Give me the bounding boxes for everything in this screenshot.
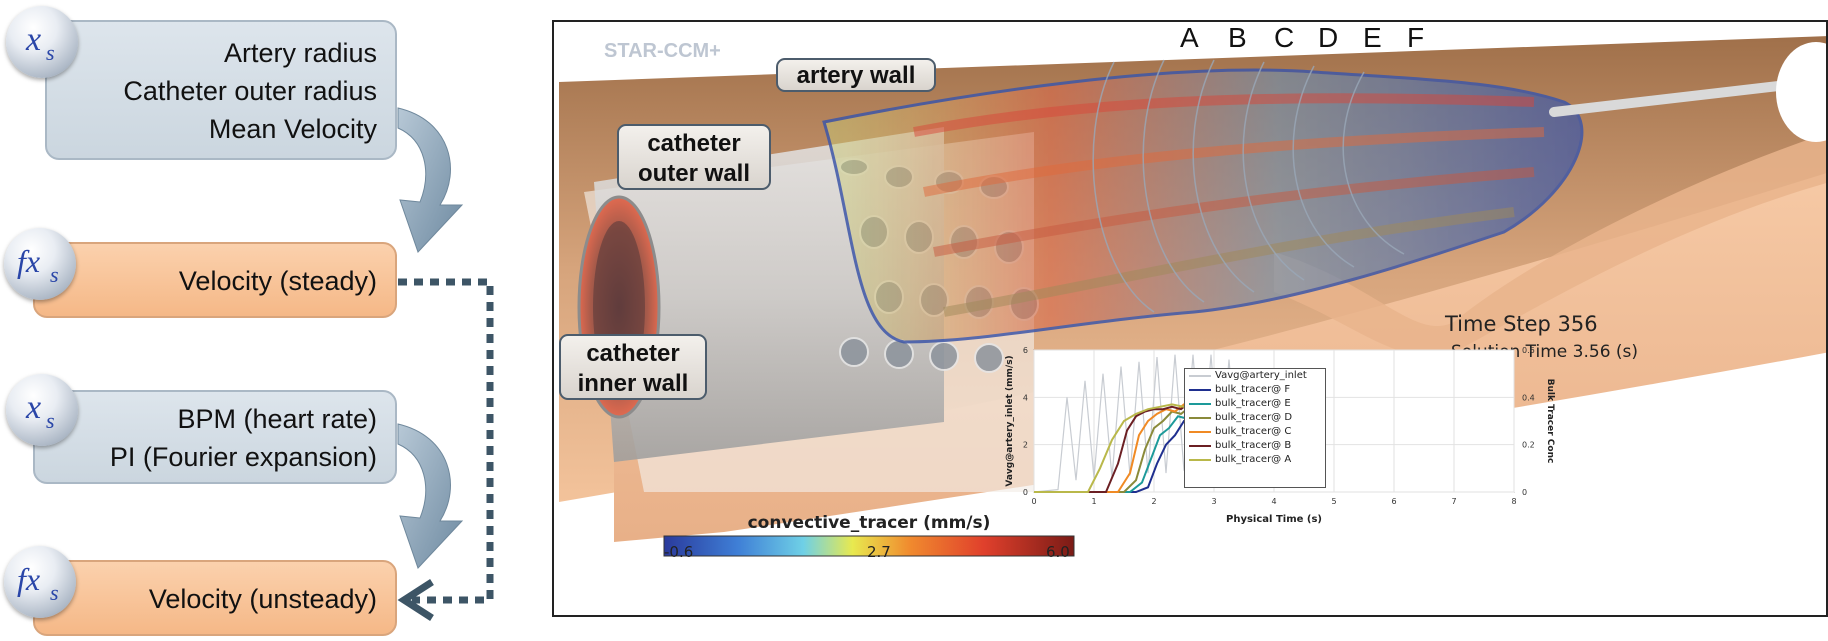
function-box-steady: Velocity (steady)	[33, 242, 397, 318]
legend-entry: bulk_tracer@ F	[1185, 383, 1325, 397]
legend-entry: bulk_tracer@ D	[1185, 411, 1325, 425]
svg-text:fx: fx	[17, 561, 40, 597]
section-letter-d: D	[1318, 22, 1339, 53]
param-bpm: BPM (heart rate)	[177, 404, 377, 434]
artery-end-cap	[1776, 42, 1826, 142]
chart-x-tick-label: 1	[1091, 497, 1096, 506]
chart-y-tick-label: 2	[1023, 441, 1028, 450]
tracer-streaks	[913, 93, 1545, 317]
colorbar-min: -0.6	[664, 543, 694, 561]
legend-entry: bulk_tracer@ B	[1185, 439, 1325, 453]
svg-text:s: s	[50, 580, 59, 605]
legend-label: bulk_tracer@ A	[1215, 454, 1292, 465]
chart-y2-tick-label: 0.2	[1522, 441, 1535, 450]
chart-y-axis-label: Vavg@artery_inlet (mm/s)	[1005, 355, 1015, 486]
dotted-link-arrowhead	[397, 579, 434, 621]
section-letter-e: E	[1363, 22, 1382, 53]
legend-label: bulk_tracer@ F	[1215, 384, 1291, 395]
colorbar-mid: 2.7	[867, 543, 891, 561]
chart-x-tick-label: 2	[1151, 497, 1156, 506]
function-box-unsteady: Velocity (unsteady)	[33, 560, 397, 636]
dotted-link-steady-to-unsteady	[398, 278, 494, 604]
artery-bulge	[1274, 133, 1826, 357]
svg-text:s: s	[50, 262, 59, 287]
label-artery-wall: artery wall	[776, 58, 936, 92]
flow-connectors	[397, 107, 494, 621]
param-box-group1: Artery radius Catheter outer radius Mean…	[45, 20, 397, 160]
label-catheter-outer-wall: catheter outer wall	[617, 124, 771, 190]
section-rings	[1092, 59, 1405, 313]
legend-label: bulk_tracer@ E	[1215, 398, 1291, 409]
chart-x-tick-label: 4	[1271, 497, 1276, 506]
param-artery-radius: Artery radius	[223, 38, 377, 68]
legend-entry: Vavg@artery_inlet	[1185, 369, 1325, 383]
chart-legend: Vavg@artery_inlet bulk_tracer@ F bulk_trac…	[1184, 368, 1326, 488]
svg-text:x: x	[25, 21, 41, 58]
section-letter-c: C	[1274, 22, 1295, 53]
svg-text:s: s	[46, 408, 55, 433]
param-pi: PI (Fourier expansion)	[109, 442, 377, 472]
chart-x-tick-label: 3	[1211, 497, 1216, 506]
chart-x-tick-label: 8	[1511, 497, 1516, 506]
simulation-panel: STAR-CCM+ convective_tracer (mm/s) arter…	[552, 20, 1828, 617]
legend-swatch	[1189, 389, 1211, 391]
chart-y-tick-label: 6	[1023, 346, 1028, 355]
chart-y-tick-label: 4	[1023, 393, 1028, 402]
section-letter-b: B	[1228, 22, 1247, 53]
curved-arrow-down-1	[397, 107, 464, 253]
svg-text:fx: fx	[17, 243, 40, 279]
legend-label: bulk_tracer@ D	[1215, 412, 1293, 423]
param-catheter-outer-radius: Catheter outer radius	[123, 76, 377, 106]
function-label-unsteady: Velocity (unsteady)	[148, 584, 377, 614]
chart-y2-tick-label: 0	[1522, 488, 1527, 497]
chart-x-tick-label: 5	[1331, 497, 1336, 506]
legend-label: bulk_tracer@ C	[1215, 426, 1292, 437]
svg-text:x: x	[25, 389, 41, 426]
legend-swatch	[1189, 459, 1211, 461]
chart-y2-tick-label: 0.6	[1522, 346, 1535, 355]
chart-x-axis-label: Physical Time (s)	[1226, 514, 1322, 525]
curved-arrow-down-2	[397, 423, 464, 569]
legend-swatch	[1189, 417, 1211, 419]
legend-entry: bulk_tracer@ C	[1185, 425, 1325, 439]
star-ccm-logo: STAR-CCM+	[604, 40, 721, 62]
chart-y-tick-label: 0	[1023, 488, 1028, 497]
colorbar	[663, 535, 1075, 557]
param-box-group2: BPM (heart rate) PI (Fourier expansion)	[33, 390, 397, 484]
chart-y2-axis-label: Bulk Tracer Conc	[1545, 379, 1555, 464]
section-letter-f: F	[1407, 22, 1425, 53]
legend-swatch	[1189, 375, 1211, 377]
function-label-steady: Velocity (steady)	[178, 266, 377, 296]
chart-x-tick-label: 6	[1391, 497, 1396, 506]
chart-y2-tick-label: 0.4	[1522, 393, 1535, 402]
legend-entry: bulk_tracer@ E	[1185, 397, 1325, 411]
legend-entry: bulk_tracer@ A	[1185, 453, 1325, 467]
legend-label: Vavg@artery_inlet	[1215, 370, 1307, 381]
svg-text:s: s	[46, 40, 55, 65]
legend-swatch	[1189, 431, 1211, 433]
colorbar-max: 6.0	[1046, 543, 1070, 561]
colorbar-title: convective_tracer (mm/s)	[748, 513, 991, 533]
legend-swatch	[1189, 403, 1211, 405]
label-catheter-inner-wall: catheter inner wall	[559, 334, 707, 400]
time-step-readout: Time Step 356	[1445, 312, 1598, 336]
param-mean-velocity: Mean Velocity	[208, 114, 377, 144]
chart-x-tick-label: 7	[1451, 497, 1456, 506]
legend-label: bulk_tracer@ B	[1215, 440, 1292, 451]
chart-x-tick-label: 0	[1031, 497, 1036, 506]
section-letter-a: A	[1180, 22, 1199, 53]
legend-swatch	[1189, 445, 1211, 447]
